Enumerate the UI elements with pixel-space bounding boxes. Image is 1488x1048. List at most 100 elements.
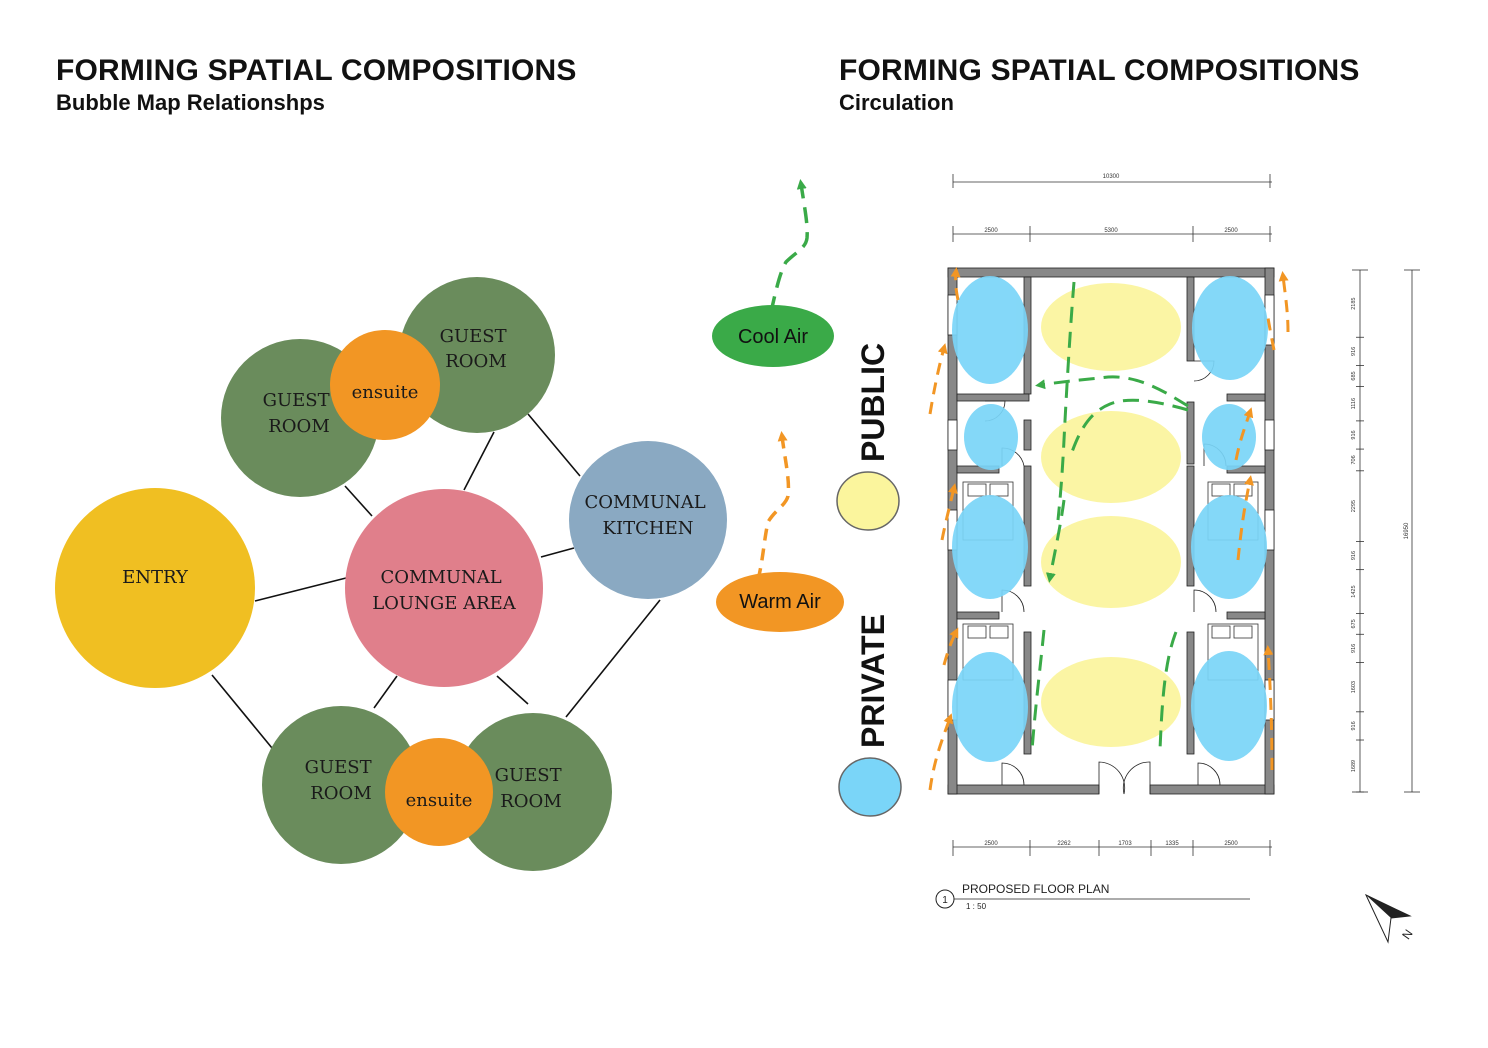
public-zone-4 xyxy=(1041,657,1181,747)
link-entry-guest xyxy=(211,674,273,749)
link-lounge-guest4 xyxy=(496,675,529,705)
link-kitchen-guest4 xyxy=(565,599,661,718)
dim-bottom-3: 1703 xyxy=(1118,841,1132,847)
warm-air-path-7 xyxy=(1266,317,1276,351)
right-title: FORMING SPATIAL COMPOSITIONS xyxy=(839,54,1360,87)
right-subtitle: Circulation xyxy=(839,90,954,115)
warm-air-label: Warm Air xyxy=(739,591,821,613)
cool-air-arrow xyxy=(769,179,809,313)
vertical-dim-label: 916 xyxy=(1351,430,1357,439)
ensuite-bubble-bottom xyxy=(385,738,493,846)
warm-air-arrow xyxy=(756,431,791,581)
cool-air-path-1 xyxy=(1056,281,1076,521)
guest-room-bubble-bottom-left xyxy=(262,706,420,864)
public-zone-2 xyxy=(1041,411,1181,503)
kitchen-label: COMMUNAL KITCHEN xyxy=(585,492,712,539)
cool-air-label: Cool Air xyxy=(738,326,808,348)
public-swatch xyxy=(836,471,900,531)
warm-air-bubble xyxy=(716,572,844,632)
vertical-dimensions xyxy=(1352,269,1420,793)
vertical-dim-label: 1689 xyxy=(1351,760,1357,772)
left-title: FORMING SPATIAL COMPOSITIONS xyxy=(56,54,577,87)
ensuite-bubble-top xyxy=(330,330,440,440)
vertical-dim-label: 1425 xyxy=(1351,585,1357,597)
dim-top-1: 2500 xyxy=(984,228,998,234)
public-label: PUBLIC xyxy=(855,343,891,462)
kitchen-bubble xyxy=(569,441,727,599)
cool-air-path-6 xyxy=(1158,631,1178,751)
floor-plan: 10300 2500 5300 2500 2500 2262 1703 1335… xyxy=(928,174,1420,944)
link-guest-lounge xyxy=(344,485,373,517)
dim-bottom-4: 1335 xyxy=(1165,841,1179,847)
entry-label: ENTRY xyxy=(122,567,189,588)
warm-air-path-2 xyxy=(940,483,958,541)
left-subtitle: Bubble Map Relationshps xyxy=(56,90,325,115)
cool-air-path-5 xyxy=(1030,629,1046,751)
private-zone-5 xyxy=(1192,276,1268,380)
north-label: N xyxy=(1399,927,1415,942)
vertical-dim-label: 675 xyxy=(1351,619,1357,628)
internal-cool-air xyxy=(1030,281,1189,751)
cool-air-path-2 xyxy=(1070,398,1189,453)
ensuite-label-top: ensuite xyxy=(352,382,419,403)
link-guest2-lounge xyxy=(463,431,495,491)
relationship-lines xyxy=(211,413,661,749)
plan-scale: 1 : 50 xyxy=(966,902,987,911)
vertical-dimension-labels: 2185 916 685 1116 916 706 2295 916 1425 675 916 160… xyxy=(1351,298,1364,793)
private-zone-6 xyxy=(1202,404,1256,470)
dim-total-vertical: 16950 xyxy=(1404,522,1410,539)
entry-bubble xyxy=(55,488,255,688)
vertical-dim-label: 916 xyxy=(1351,347,1357,356)
warm-air-path-5 xyxy=(950,267,961,301)
dim-total-top: 10300 xyxy=(1103,174,1120,180)
guest-room-label-top-right: GUEST ROOM xyxy=(440,326,513,372)
guest-room-label-bottom-left: GUEST ROOM xyxy=(305,757,378,804)
plan-title: PROPOSED FLOOR PLAN xyxy=(962,882,1109,896)
private-zone-7 xyxy=(1191,495,1267,599)
lounge-label: COMMUNAL LOUNGE AREA xyxy=(372,567,517,614)
vertical-dim-label: 685 xyxy=(1351,371,1357,380)
vertical-dim-label: 1603 xyxy=(1351,681,1357,693)
vertical-dim-label: 2185 xyxy=(1351,298,1357,310)
lounge-bubble xyxy=(345,489,543,687)
top-dimensions xyxy=(952,174,1272,242)
vertical-dim-label: 916 xyxy=(1351,644,1357,653)
zone-ellipses xyxy=(952,276,1268,762)
internal-warm-air xyxy=(928,267,1290,791)
ensuite-label-bottom: ensuite xyxy=(406,790,473,811)
left-heading: FORMING SPATIAL COMPOSITIONS Bubble Map … xyxy=(56,56,577,114)
private-zone-8 xyxy=(1191,651,1267,761)
dim-bottom-1: 2500 xyxy=(984,841,998,847)
cool-air-bubble xyxy=(712,305,834,367)
guest-room-label-bottom-right: GUEST ROOM xyxy=(495,765,568,812)
vertical-dim-label: 2295 xyxy=(1351,500,1357,512)
bubble-map: ENTRY COMMUNAL LOUNGE AREA COMMUNAL KITC… xyxy=(55,277,727,871)
vertical-dim-label: 1116 xyxy=(1351,398,1357,409)
private-swatch xyxy=(838,757,902,817)
warm-air-path-1 xyxy=(928,343,948,415)
warm-air-path-6 xyxy=(1278,271,1290,333)
warm-air-path-9 xyxy=(1236,475,1254,561)
warm-air-path-10 xyxy=(1263,645,1274,771)
link-lounge-kitchen xyxy=(540,547,575,558)
private-zone-4 xyxy=(952,652,1028,762)
dim-top-3: 2500 xyxy=(1224,228,1238,234)
private-zone-3 xyxy=(952,495,1028,599)
link-lounge-guest3 xyxy=(373,675,398,709)
plan-number: 1 xyxy=(942,895,948,906)
vertical-dim-label: 916 xyxy=(1351,551,1357,560)
vertical-dim-label: 706 xyxy=(1351,455,1357,464)
airflow-legend: Cool Air Warm Air xyxy=(712,179,844,632)
dim-top-2: 5300 xyxy=(1104,228,1118,234)
north-arrow-icon: N xyxy=(1364,893,1416,944)
bottom-dimensions xyxy=(952,840,1272,856)
dim-bottom-5: 2500 xyxy=(1224,841,1238,847)
public-zone-1 xyxy=(1041,283,1181,371)
zone-legend: PUBLIC PRIVATE xyxy=(836,343,902,817)
vertical-dim-label: 916 xyxy=(1351,721,1357,730)
public-zone-3 xyxy=(1041,516,1181,608)
warm-air-path-3 xyxy=(928,713,953,791)
guest-room-bubble-bottom-right xyxy=(454,713,612,871)
cool-air-path-4 xyxy=(1045,499,1066,583)
